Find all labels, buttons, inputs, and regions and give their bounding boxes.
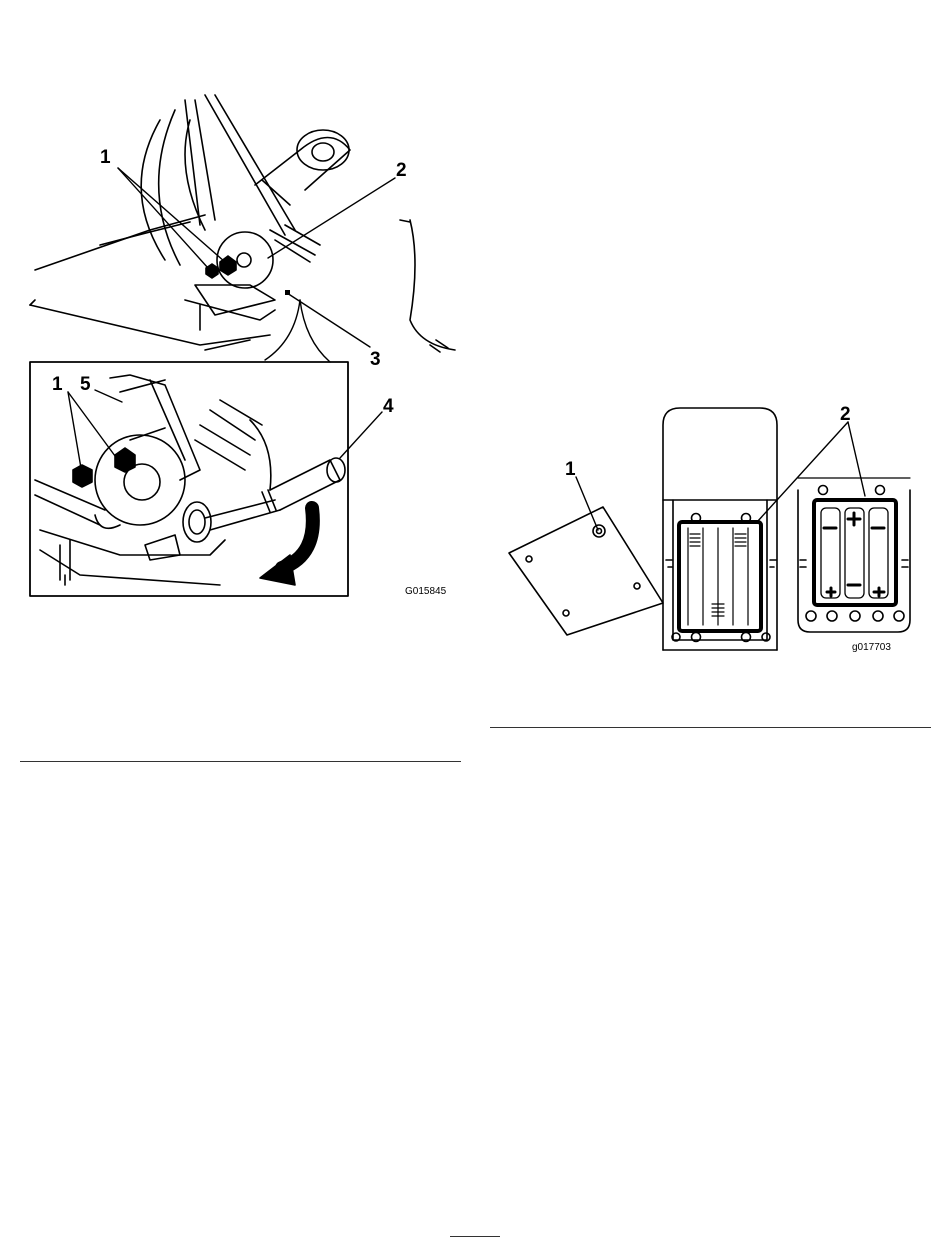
- callout-4: 4: [383, 396, 394, 417]
- battery-cover-panel: [509, 507, 663, 635]
- reel-adjustment-figure: 1 2 3 1 5 4 G015845: [30, 95, 455, 597]
- machine-upper-drawing: [30, 95, 455, 352]
- reference-marker: [285, 290, 290, 295]
- callout-2: 2: [840, 404, 851, 425]
- batteries-installed: [821, 508, 888, 598]
- callout-1: 1: [565, 459, 576, 480]
- callout-3: 3: [370, 349, 381, 370]
- inset-detail-drawing: [35, 375, 345, 585]
- callout-1-inset: 1: [52, 374, 63, 395]
- section-divider-right: [490, 727, 931, 728]
- figure-id: G015845: [405, 586, 447, 597]
- footer-rule: [450, 1236, 500, 1237]
- figure-id: g017703: [852, 642, 891, 653]
- section-divider-left: [20, 761, 461, 762]
- battery-holder-empty: [688, 528, 748, 625]
- callout-1: 1: [100, 147, 111, 168]
- callout-2: 2: [396, 160, 407, 181]
- battery-compartment-figure: 1 2 g017703: [509, 404, 910, 653]
- callout-5: 5: [80, 374, 91, 395]
